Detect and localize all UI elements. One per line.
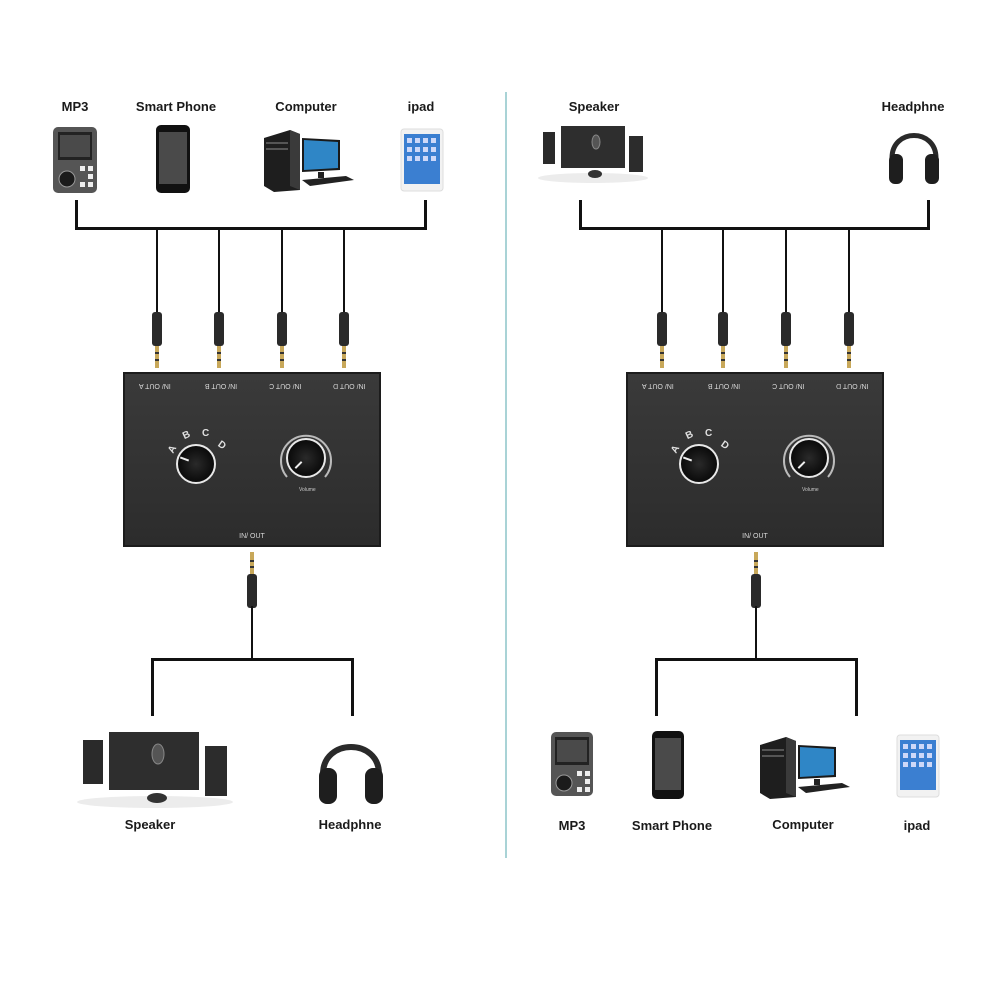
cable-line bbox=[785, 228, 787, 314]
cable-line bbox=[281, 228, 283, 314]
desktop-computer-icon bbox=[760, 737, 850, 799]
cable-line bbox=[424, 200, 427, 229]
cable-line bbox=[848, 228, 850, 314]
device-label-computer: Computer bbox=[275, 99, 337, 114]
device-label-mp3: MP3 bbox=[558, 818, 586, 833]
headphones-icon bbox=[319, 744, 383, 804]
speaker-system-icon bbox=[538, 126, 648, 183]
cable-line bbox=[661, 228, 663, 314]
mp3-player-icon bbox=[551, 732, 593, 796]
audio-plug-icon bbox=[781, 312, 791, 368]
speaker-system-icon bbox=[77, 732, 233, 808]
cable-line bbox=[927, 200, 930, 229]
device-label-mp3: MP3 bbox=[61, 99, 89, 114]
device-label-headphone: Headphne bbox=[318, 817, 382, 832]
volume-label: Volume bbox=[802, 487, 819, 493]
volume-ring-icon bbox=[783, 434, 835, 478]
port-label-b: IN/ OUT B bbox=[708, 382, 741, 389]
common-port-label: IN/ OUT bbox=[742, 533, 768, 540]
device-label-headphone: Headphne bbox=[881, 99, 945, 114]
audio-plug-icon bbox=[152, 312, 162, 368]
cable-line bbox=[351, 658, 354, 716]
cable-line bbox=[75, 200, 78, 229]
selector-letter-d: D bbox=[718, 438, 731, 453]
common-port-label: IN/ OUT bbox=[239, 533, 265, 540]
selector-letter-b: B bbox=[181, 428, 193, 443]
smartphone-icon bbox=[652, 731, 684, 799]
selector-letter-c: C bbox=[202, 428, 210, 439]
volume-knob[interactable] bbox=[789, 438, 829, 478]
smartphone-icon bbox=[156, 125, 190, 193]
port-label-c: IN/ OUT C bbox=[772, 382, 805, 389]
volume-ring-icon bbox=[280, 434, 332, 478]
knob-indicator bbox=[179, 456, 190, 462]
mp3-player-icon bbox=[53, 127, 97, 193]
port-label-a: IN/ OUT A bbox=[642, 382, 674, 389]
selector-letter-d: D bbox=[215, 438, 228, 453]
device-label-ipad: ipad bbox=[407, 99, 435, 114]
audio-plug-icon bbox=[247, 552, 257, 608]
cable-line bbox=[655, 658, 658, 716]
device-label-computer: Computer bbox=[772, 817, 834, 832]
cable-line bbox=[579, 200, 582, 229]
cable-line bbox=[722, 228, 724, 314]
port-label-c: IN/ OUT C bbox=[269, 382, 302, 389]
audio-plug-icon bbox=[718, 312, 728, 368]
volume-label: Volume bbox=[299, 487, 316, 493]
port-label-b: IN/ OUT B bbox=[205, 382, 238, 389]
cable-line bbox=[251, 606, 253, 660]
tablet-icon bbox=[400, 128, 444, 192]
cable-bus bbox=[655, 658, 858, 661]
audio-plug-icon bbox=[657, 312, 667, 368]
knob-indicator bbox=[797, 461, 806, 469]
knob-indicator bbox=[294, 461, 303, 469]
audio-plug-icon bbox=[339, 312, 349, 368]
cable-bus bbox=[75, 227, 427, 230]
cable-line bbox=[343, 228, 345, 314]
selector-letter-b: B bbox=[684, 428, 696, 443]
cable-line bbox=[218, 228, 220, 314]
headphones-icon bbox=[889, 133, 939, 184]
desktop-computer-icon bbox=[264, 130, 354, 192]
selector-letter-a: A bbox=[669, 443, 683, 456]
audio-switch-box: IN/ OUT A IN/ OUT B IN/ OUT C IN/ OUT D … bbox=[626, 372, 884, 547]
cable-line bbox=[156, 228, 158, 314]
device-label-smart-phone: Smart Phone bbox=[631, 818, 713, 833]
cable-line bbox=[855, 658, 858, 716]
volume-knob[interactable] bbox=[286, 438, 326, 478]
channel-selector-knob[interactable] bbox=[176, 444, 216, 484]
center-divider bbox=[505, 92, 507, 858]
selector-letter-a: A bbox=[166, 443, 180, 456]
cable-line bbox=[755, 606, 757, 660]
cable-bus bbox=[151, 658, 354, 661]
device-label-speaker: Speaker bbox=[568, 99, 620, 114]
tablet-icon bbox=[896, 734, 940, 798]
audio-switch-box: IN/ OUT A IN/ OUT B IN/ OUT C IN/ OUT D … bbox=[123, 372, 381, 547]
knob-indicator bbox=[682, 456, 693, 462]
audio-plug-icon bbox=[277, 312, 287, 368]
audio-plug-icon bbox=[751, 552, 761, 608]
port-label-a: IN/ OUT A bbox=[139, 382, 171, 389]
audio-plug-icon bbox=[214, 312, 224, 368]
audio-plug-icon bbox=[844, 312, 854, 368]
device-label-ipad: ipad bbox=[903, 818, 931, 833]
device-label-smart-phone: Smart Phone bbox=[135, 99, 217, 114]
cable-bus bbox=[579, 227, 930, 230]
selector-letter-c: C bbox=[705, 428, 713, 439]
cable-line bbox=[151, 658, 154, 716]
device-label-speaker: Speaker bbox=[124, 817, 176, 832]
port-label-d: IN/ OUT D bbox=[333, 382, 366, 389]
channel-selector-knob[interactable] bbox=[679, 444, 719, 484]
port-label-d: IN/ OUT D bbox=[836, 382, 869, 389]
